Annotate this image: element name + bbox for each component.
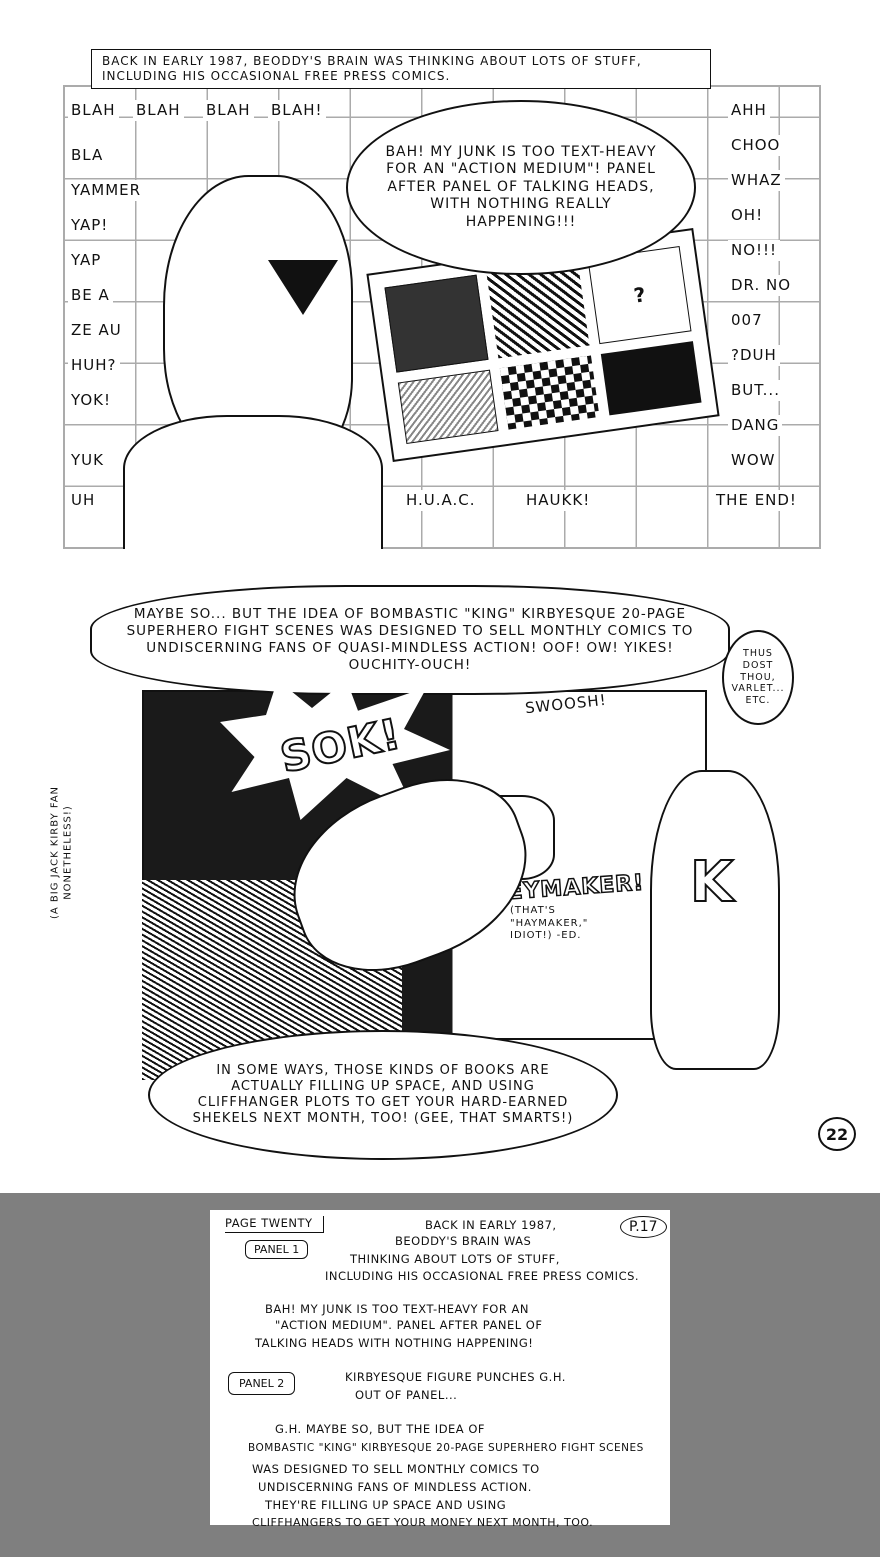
panel-1: ? Back in early 1987, Beoddy's brain was… <box>63 45 821 549</box>
background-word: BLA <box>68 145 107 166</box>
background-word: BUT... <box>728 380 783 401</box>
background-word: BLAH <box>133 100 184 121</box>
kirby-hero <box>650 770 780 1070</box>
background-word: H.U.A.C. <box>403 490 479 511</box>
script-line: thinking about lots of stuff, <box>350 1252 560 1266</box>
script-panel2-label: PANEL 2 <box>228 1372 296 1395</box>
background-word: BLAH <box>68 100 119 121</box>
script-dialogue: "action medium". Panel after panel of <box>275 1318 543 1332</box>
script-dialogue: was designed to sell monthly comics to <box>252 1462 540 1476</box>
script-line: Beoddy's brain was <box>395 1234 532 1248</box>
script-line: including his occasional Free Press comi… <box>325 1269 640 1283</box>
background-word: BLAH <box>203 100 254 121</box>
script-line: Back in early 1987, <box>425 1218 557 1232</box>
background-word: NO!!! <box>728 240 781 261</box>
background-word: YAP! <box>68 215 112 236</box>
background-word: WHAZ <box>728 170 785 191</box>
background-word: ZE AU <box>68 320 125 341</box>
page-number: 22 <box>818 1117 856 1151</box>
speech-bubble-right: Thus dost thou, varlet... etc. <box>722 630 794 725</box>
background-word: THE END! <box>713 490 800 511</box>
script-dialogue: G.H. Maybe so, but the idea of <box>275 1422 486 1436</box>
background-word: 007 <box>728 310 766 331</box>
background-word: ?DUH <box>728 345 780 366</box>
speech-bubble: BAH! My junk is too text-heavy for an "a… <box>346 100 696 275</box>
script-page-ref: P.17 <box>620 1216 667 1238</box>
background-word: DR. NO <box>728 275 795 296</box>
script-card: PAGE TWENTY P.17 PANEL 1 Back in early 1… <box>210 1210 670 1529</box>
background-word: YUK <box>68 450 107 471</box>
script-line: out of panel... <box>355 1388 458 1402</box>
character-eye <box>268 260 338 315</box>
side-note: (A big Jack Kirby fan nonetheless!) <box>49 785 74 920</box>
speech-text: BAH! My junk is too text-heavy for an "a… <box>385 143 657 230</box>
background-word: OH! <box>728 205 767 226</box>
script-dialogue: cliffhangers to get your money next mont… <box>252 1516 594 1529</box>
background-word: AHH <box>728 100 770 121</box>
script-dialogue: bombastic "King" Kirbyesque 20-page supe… <box>248 1442 644 1454</box>
script-dialogue: undiscerning fans of mindless action. <box>258 1480 532 1494</box>
script-line: Kirbyesque figure punches G.H. <box>345 1370 566 1384</box>
speech-bubble-bottom: In some ways, those kinds of books are a… <box>148 1030 618 1160</box>
background-word: YAMMER <box>68 180 145 201</box>
comic-page: ? Back in early 1987, Beoddy's brain was… <box>0 0 880 1193</box>
script-panel1-label: PANEL 1 <box>245 1240 309 1259</box>
script-dialogue: talking heads with nothing happening! <box>255 1336 534 1350</box>
hero-chest-letter: K <box>689 849 734 916</box>
background-word: DANG <box>728 415 783 436</box>
background-word: HAUKK! <box>523 490 594 511</box>
script-dialogue: They're filling up space and using <box>265 1498 507 1512</box>
caption-box: Back in early 1987, Beoddy's brain was t… <box>91 49 711 89</box>
character-body <box>123 415 383 549</box>
script-header: PAGE TWENTY <box>225 1216 324 1233</box>
background-word: HUH? <box>68 355 120 376</box>
background-word: CHOO <box>728 135 784 156</box>
background-word: BE A <box>68 285 113 306</box>
background-word: YAP <box>68 250 105 271</box>
speech-bubble-top: Maybe so... but the idea of bombastic "K… <box>90 585 730 695</box>
background-word: WOW <box>728 450 779 471</box>
background-word: UH <box>68 490 99 511</box>
background-word: YOK! <box>68 390 114 411</box>
editor-note: (That's "haymaker," idiot!) -Ed. <box>510 905 589 941</box>
script-dialogue: BAH! My junk is too text-heavy for an <box>265 1302 529 1316</box>
background-word: BLAH! <box>268 100 326 121</box>
